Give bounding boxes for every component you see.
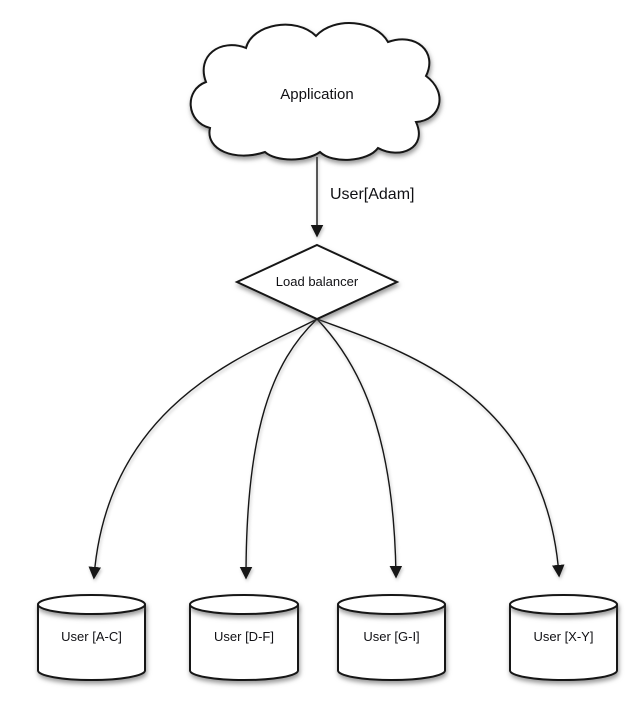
database-cylinder-g-i [337,594,446,681]
nodes-layer [37,22,618,681]
database-cylinder-x-y [509,594,618,681]
load-balancer-node-label: Load balancer [275,274,359,289]
application-node-label: Application [280,86,354,103]
diamond-shape [234,243,400,321]
edge-loadbalancer-to-shard-x-y [316,318,565,578]
shard-label-g-i: User [G-I] [363,629,420,644]
edges-layer [88,157,565,580]
database-cylinder-a-c [37,594,146,681]
shard-label-x-y: User [X-Y] [533,629,594,644]
edge-loadbalancer-to-shard-g-i [316,318,403,579]
edge-loadbalancer-to-shard-a-c [88,318,318,580]
edge-loadbalancer-to-shard-d-f [239,318,318,580]
shard-label-a-c: User [A-C] [61,629,122,644]
shard-label-d-f: User [D-F] [214,629,274,644]
cloud-shape [189,22,441,161]
edge-label-user-adam: User[Adam] [330,186,415,203]
database-cylinder-d-f [189,594,299,681]
